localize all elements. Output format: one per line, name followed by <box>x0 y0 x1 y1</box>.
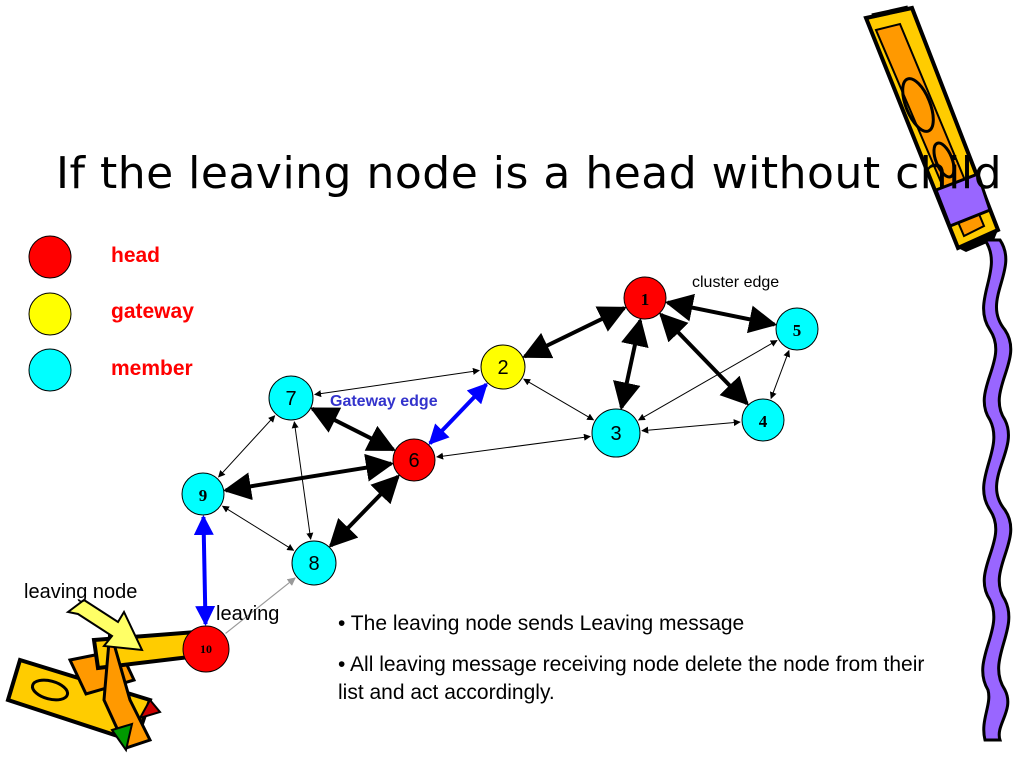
edge-6-2 <box>428 382 488 445</box>
node-label-10: 10 <box>200 642 212 656</box>
node-7: 7 <box>268 375 314 421</box>
node-9: 9 <box>181 472 225 516</box>
cluster-edge-label: cluster edge <box>692 274 779 291</box>
pencil-icon-bottom-left <box>5 629 201 753</box>
node-circle-9 <box>181 472 225 516</box>
node-3: 3 <box>591 408 641 458</box>
bullet-item: • The leaving node sends Leaving message <box>338 612 745 635</box>
legend-marker-member <box>28 348 72 392</box>
node-4: 4 <box>741 398 785 442</box>
node-5: 5 <box>775 307 819 351</box>
node-label-9: 9 <box>199 486 208 505</box>
node-label-6: 6 <box>408 450 419 472</box>
edge-8-6 <box>328 474 400 548</box>
node-1: 1 <box>623 276 667 320</box>
legend-label-member: member <box>111 357 193 380</box>
edge-3-1 <box>613 317 649 411</box>
page-title: If the leaving node is a head without ch… <box>56 148 1003 199</box>
legend-label-head: head <box>111 244 161 267</box>
node-circle-3 <box>591 408 641 458</box>
node-circle-1 <box>623 276 667 320</box>
edge-1-4 <box>659 312 749 406</box>
node-circle-2 <box>480 344 526 390</box>
node-label-4: 4 <box>759 412 768 431</box>
node-label-8: 8 <box>308 553 319 575</box>
node-label-7: 7 <box>285 388 296 410</box>
edge-5-4 <box>769 349 791 400</box>
node-label-5: 5 <box>793 321 802 340</box>
node-circle-6 <box>392 438 436 482</box>
edge-3-2 <box>523 378 595 421</box>
pencil-icon-top-right <box>863 5 1001 252</box>
bullet-item: • All leaving message receiving node del… <box>338 653 925 704</box>
node-label-1: 1 <box>641 290 650 309</box>
node-label-3: 3 <box>610 423 621 445</box>
node-circle-8 <box>291 540 337 586</box>
edge-7-6 <box>309 407 396 452</box>
edge-2-1 <box>522 306 627 359</box>
edge-10-8 <box>225 577 296 634</box>
wavy-border <box>981 238 1013 742</box>
node-10: 10 <box>182 625 230 673</box>
node-circle-4 <box>741 398 785 442</box>
leaving-label: leaving <box>216 603 279 625</box>
legend-marker-gateway <box>28 292 72 336</box>
node-circle-7 <box>268 375 314 421</box>
node-6: 6 <box>392 438 436 482</box>
edge-1-5 <box>664 293 778 334</box>
edge-7-8 <box>291 421 314 540</box>
node-circle-10 <box>182 625 230 673</box>
leaving-node-label: leaving node <box>24 581 137 603</box>
node-2: 2 <box>480 344 526 390</box>
arrow-pointer-icon <box>65 598 144 652</box>
edge-5-3 <box>637 340 778 421</box>
node-circle-5 <box>775 307 819 351</box>
edge-6-3 <box>436 433 591 460</box>
node-8: 8 <box>291 540 337 586</box>
edge-9-8 <box>221 505 295 551</box>
edge-7-9 <box>218 415 276 478</box>
edge-9-10 <box>193 514 216 627</box>
edge-3-4 <box>641 419 741 434</box>
node-label-2: 2 <box>497 357 508 379</box>
edge-6-9 <box>222 453 395 501</box>
edge-2-7 <box>314 367 480 398</box>
legend-marker-head <box>28 235 72 279</box>
legend-label-gateway: gateway <box>111 300 194 323</box>
gateway-edge-label: Gateway edge <box>330 393 438 410</box>
